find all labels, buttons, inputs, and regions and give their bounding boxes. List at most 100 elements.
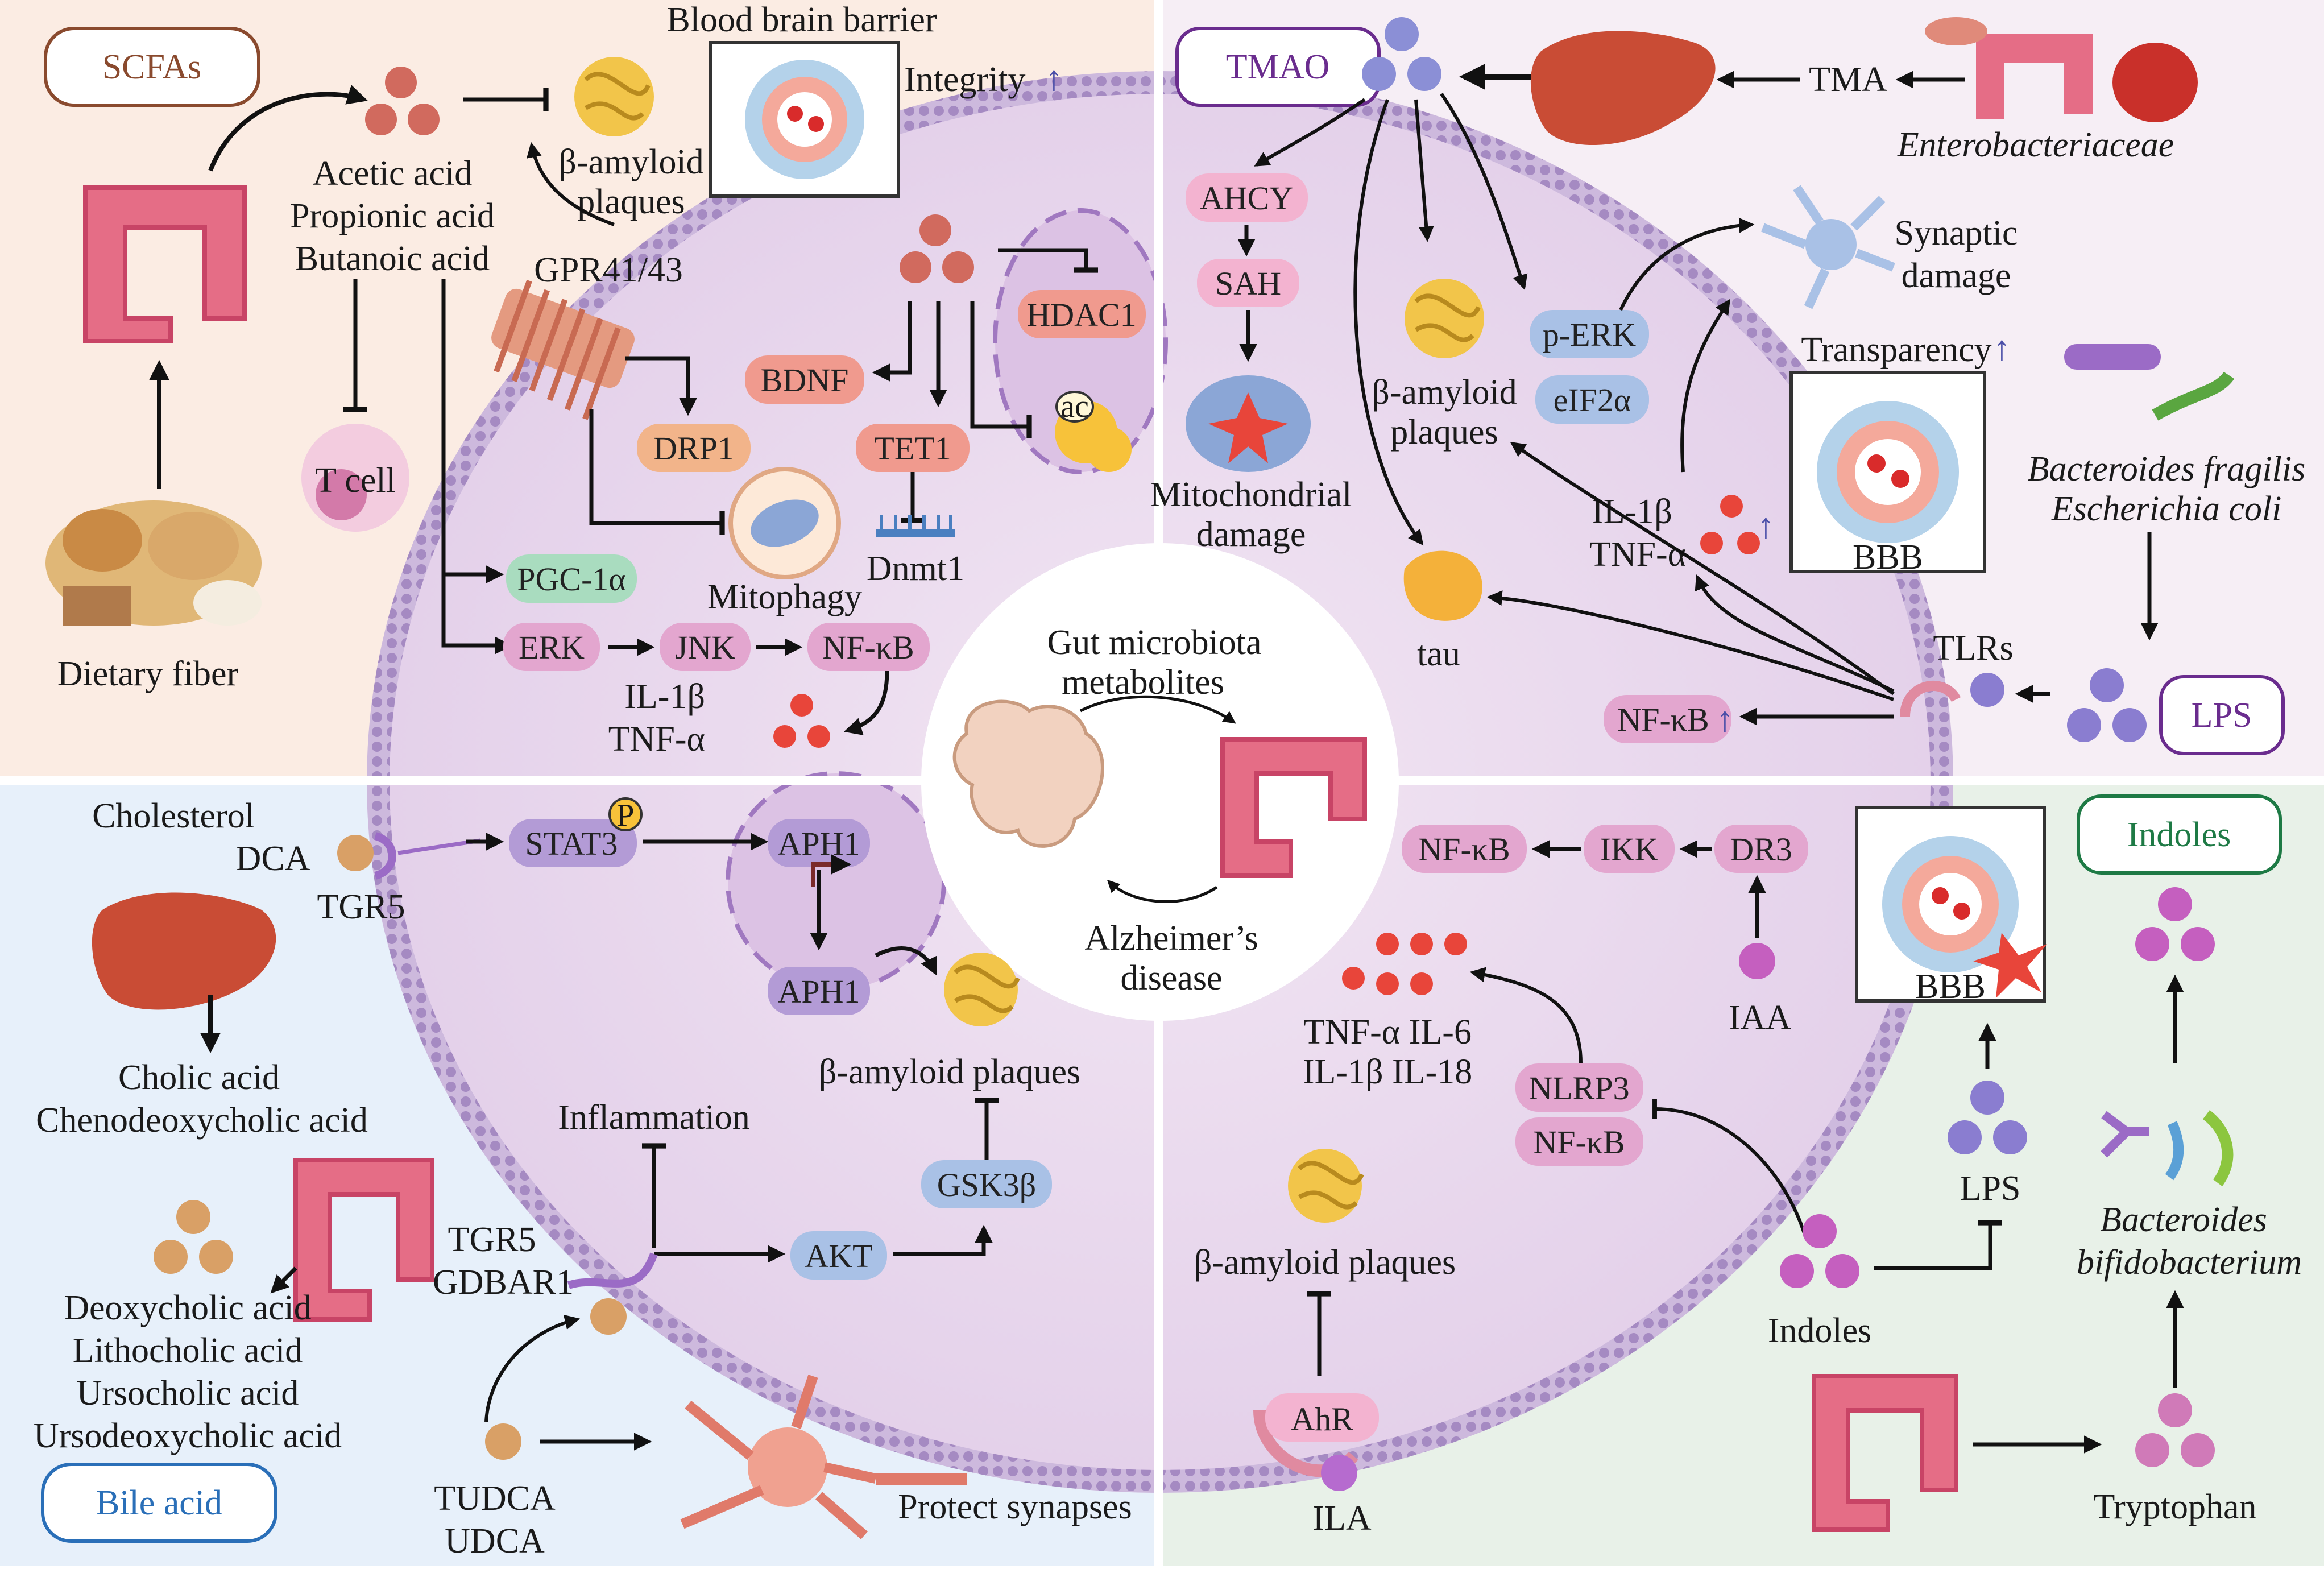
scfa-colon-image	[83, 185, 247, 343]
scfa-inner-molecules-image	[900, 214, 974, 283]
secondary-bile-molecules-image	[154, 1200, 233, 1274]
gsk-pill	[921, 1160, 1052, 1208]
hdac1-label: HDAC1	[1026, 296, 1136, 333]
scfa-bbb-image	[709, 41, 900, 198]
ahcy-label: AHCY	[1200, 180, 1293, 217]
bile-colon-image	[293, 1158, 434, 1322]
integrity-up-icon: ↑	[1045, 59, 1063, 98]
sah-label: SAH	[1215, 265, 1281, 302]
neuron-synapse-image	[680, 1375, 967, 1539]
tmao-title: TMAO	[1226, 48, 1330, 86]
ac-label: ac	[1060, 389, 1089, 424]
indole-cyt-l2: IL-1β IL-18	[1303, 1053, 1472, 1091]
scfa-amyloid-image	[574, 57, 654, 136]
scfa-bbb-label: Blood brain barrier	[666, 1, 937, 39]
ahcy-pill	[1186, 173, 1308, 222]
ikk-pill	[1584, 825, 1675, 873]
secondary-bile-1: Lithocholic acid	[73, 1331, 303, 1370]
indole-cytokines-image	[1342, 933, 1467, 995]
lps-title-box	[2159, 675, 2285, 755]
tmao-amyloid-image	[1405, 279, 1484, 358]
gdbar-label: GDBAR1	[433, 1263, 574, 1302]
tma-label: TMA	[1809, 60, 1887, 99]
dnmt1-dna-image	[876, 515, 955, 537]
tmao-nfkb-pill	[1604, 695, 1731, 743]
tmao-amyloid-l2: plaques	[1390, 413, 1498, 452]
bile-section: Cholesterol DCA TGR5 STAT3 P APH1 APH1 β…	[34, 797, 1132, 1560]
scfa-amyloid-l1: β-amyloid	[558, 143, 703, 181]
ahr-receptor-image	[1253, 1393, 1379, 1491]
tmao-bbb-label: BBB	[1853, 538, 1923, 577]
tmao-nfkb-up-icon: ↑	[1716, 700, 1734, 739]
tmao-colon-food-image	[1925, 17, 2198, 122]
tmao-bbb-image	[1789, 371, 1986, 573]
indole-lps-molecules-image	[1948, 1081, 2027, 1154]
nlrp3-label: NLRP3	[1528, 1070, 1629, 1107]
drp1-pill	[637, 424, 751, 472]
tmao-molecules-image	[1362, 17, 1441, 91]
iaa-molecule-image	[1739, 943, 1775, 979]
tudca-molecule-image	[485, 1423, 521, 1460]
tet1-label: TET1	[874, 430, 951, 467]
dietary-fiber-food-image	[45, 500, 262, 626]
tmao-cytokines-image	[1700, 495, 1760, 554]
indole-nfkb-pill	[1402, 825, 1527, 873]
dca-label: DCA	[236, 839, 310, 878]
center-circle: Gut microbiota metabolites Alzheimer’s d…	[921, 543, 1399, 1021]
ikk-label: IKK	[1600, 831, 1658, 868]
cholesterol-label: Cholesterol	[92, 797, 255, 835]
integrity-label: Integrity	[904, 60, 1026, 99]
ila-label: ILA	[1312, 1499, 1372, 1538]
histone-image	[1055, 391, 1132, 472]
phospho-badge	[608, 797, 643, 831]
synaptic-l1: Synaptic	[1895, 214, 2018, 252]
gpr-label: GPR41/43	[534, 251, 683, 289]
eif-label: eIF2α	[1554, 382, 1631, 419]
pgc-label: PGC-1α	[517, 561, 626, 598]
scfa-acid-2: Butanoic acid	[295, 239, 490, 278]
tmao-bact-l2: Escherichia coli	[2051, 490, 2282, 528]
cholic-label: Cholic acid	[118, 1058, 280, 1097]
mito-damage-image	[1186, 375, 1311, 472]
t-cell-image	[301, 424, 409, 532]
tgr5b-label: TGR5	[448, 1220, 536, 1259]
gsk-label: GSK3β	[937, 1166, 1037, 1203]
bile-title-box	[41, 1463, 277, 1543]
scfa-il1b-label: IL-1β	[624, 677, 705, 716]
brain-image	[952, 699, 1104, 848]
dr3-pill	[1714, 825, 1808, 873]
indole-top-molecules-image	[2135, 887, 2215, 961]
aph1-label: APH1	[777, 825, 860, 862]
tlr-receptor-image	[1900, 673, 2004, 717]
bile-amyloid-image	[944, 953, 1020, 1026]
aph1b-label: APH1	[777, 973, 860, 1010]
scfa-erk-label: ERK	[519, 629, 585, 666]
tau-label: tau	[1417, 635, 1460, 673]
sah-pill	[1197, 259, 1299, 307]
secondary-bile-2: Ursocholic acid	[77, 1374, 299, 1413]
indole-bbb-image	[1855, 806, 2047, 1003]
scfa-amyloid-l2: plaques	[577, 183, 685, 221]
drp1-label: DRP1	[653, 430, 734, 467]
transparency-label: Transparency	[1801, 330, 1991, 369]
dnmt1-label: Dnmt1	[867, 549, 964, 588]
indole-cyt-l1: TNF-α IL-6	[1303, 1013, 1472, 1051]
bdnf-label: BDNF	[761, 362, 849, 399]
scfa-acid-1: Propionic acid	[290, 197, 495, 235]
enterobacteriaceae-label: Enterobacteriaceae	[1897, 126, 2174, 164]
ahr-label: AhR	[1291, 1401, 1353, 1438]
tmao-nfkb-label: NF-κB	[1617, 701, 1709, 738]
scfa-title-box	[44, 27, 260, 107]
tudca-label: TUDCA	[434, 1479, 556, 1518]
scfa-nfkb-pill	[807, 623, 930, 671]
mito-damage-l2: damage	[1196, 515, 1306, 554]
perk-label: p-ERK	[1543, 316, 1636, 353]
indole-lps-label: LPS	[1960, 1169, 2021, 1208]
nucleus-lower	[726, 771, 946, 992]
scfa-erk-pill	[503, 623, 600, 671]
bile-liver-image	[92, 892, 276, 1010]
synaptic-l2: damage	[1902, 256, 2011, 295]
scfa-nfkb-label: NF-κB	[822, 629, 914, 666]
inflammation-label: Inflammation	[558, 1098, 749, 1137]
indole-molecules-image	[1780, 1214, 1859, 1288]
